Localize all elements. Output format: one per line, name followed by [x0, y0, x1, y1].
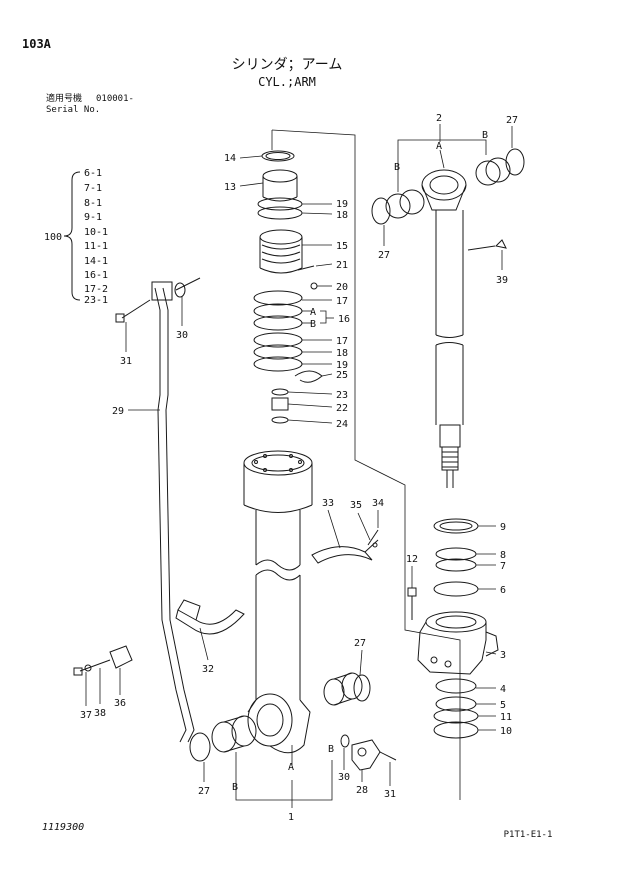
page-reference: P1T1-E1-1 [504, 830, 553, 840]
callout: B [232, 782, 238, 793]
assembly-guide-lines [271, 129, 461, 800]
callout: 18 [336, 348, 348, 359]
callout: 30 [338, 772, 350, 783]
callout: 28 [356, 785, 368, 796]
callout: 3 [500, 650, 506, 661]
kit-item: 8-1 [84, 198, 102, 209]
cylinder-tube [189, 450, 371, 762]
callout: 10 [500, 726, 512, 737]
callout: 27 [506, 115, 518, 126]
callout: 36 [114, 698, 126, 709]
callout-labels: 14 13 19 18 15 21 20 17 A 16 B 17 18 19 … [80, 113, 518, 823]
pipe-assembly [73, 277, 245, 743]
callout: 27 [198, 786, 210, 797]
leader-lines [85, 124, 513, 808]
callout: 1 [288, 812, 294, 823]
serial-label-jp: 適用号機 [46, 92, 82, 104]
callout: 17 [336, 296, 348, 307]
callout: B [394, 162, 400, 173]
callout: 5 [500, 700, 506, 711]
callout: A [436, 141, 442, 152]
part-13-bushing [262, 169, 298, 183]
kit-item: 14-1 [84, 256, 108, 267]
callout: 31 [384, 789, 396, 800]
kit-item: 23-1 [84, 295, 108, 306]
kit-item: 10-1 [84, 227, 108, 238]
kit-number: 100 [44, 232, 62, 243]
callout: 32 [202, 664, 214, 675]
callout: 11 [500, 712, 512, 723]
callout: 16 [338, 314, 350, 325]
callout: A [288, 762, 294, 773]
callout: 12 [406, 554, 418, 565]
elbow-28 [340, 734, 397, 771]
rod-assembly [371, 148, 525, 488]
callout: 8 [500, 550, 506, 561]
callout: 4 [500, 684, 506, 695]
kit-list: 100 6-1 7-1 8-1 9-1 10-1 11-1 14-1 16-1 … [44, 168, 108, 306]
callout: 9 [500, 522, 506, 533]
callout: 39 [496, 275, 508, 286]
callout: 38 [94, 708, 106, 719]
callout: 37 [80, 710, 92, 721]
kit-item: 17-2 [84, 284, 108, 295]
callout: 31 [120, 356, 132, 367]
callout: 14 [224, 153, 236, 164]
kit-item: 11-1 [84, 241, 108, 252]
callout: 25 [336, 370, 348, 381]
callout: 27 [378, 250, 390, 261]
cylinder-head-assembly [407, 518, 499, 739]
part-15-piston [259, 229, 303, 245]
callout: 19 [336, 360, 348, 371]
callout: A [310, 307, 316, 318]
callout: 33 [322, 498, 334, 509]
callout: 6 [500, 585, 506, 596]
callout: 27 [354, 638, 366, 649]
callout: B [328, 744, 334, 755]
kit-item: 7-1 [84, 183, 102, 194]
kit-item: 9-1 [84, 212, 102, 223]
callout: 21 [336, 260, 348, 271]
callout: 34 [372, 498, 384, 509]
callout: 17 [336, 336, 348, 347]
callout: 7 [500, 561, 506, 572]
callout: 2 [436, 113, 442, 124]
serial-value: 010001- [96, 94, 134, 104]
callout: B [310, 319, 316, 330]
callout: 15 [336, 241, 348, 252]
title-japanese: シリンダ；アーム [232, 57, 343, 73]
kit-item: 6-1 [84, 168, 102, 179]
piston-assembly [253, 150, 323, 424]
callout: 24 [336, 419, 348, 430]
callout: 30 [176, 330, 188, 341]
callout: 29 [112, 406, 124, 417]
page-code: 103A [22, 37, 52, 51]
callout: 22 [336, 403, 348, 414]
kit-item: 16-1 [84, 270, 108, 281]
drawing-number: 1119300 [42, 822, 84, 833]
title-english: CYL.;ARM [258, 75, 316, 89]
callout: 19 [336, 199, 348, 210]
callout: 35 [350, 500, 362, 511]
callout: 20 [336, 282, 348, 293]
callout: 13 [224, 182, 236, 193]
callout: B [482, 130, 488, 141]
serial-label-en: Serial No. [46, 105, 100, 115]
callout: 23 [336, 390, 348, 401]
clamp-33 [311, 529, 379, 564]
callout: 18 [336, 210, 348, 221]
